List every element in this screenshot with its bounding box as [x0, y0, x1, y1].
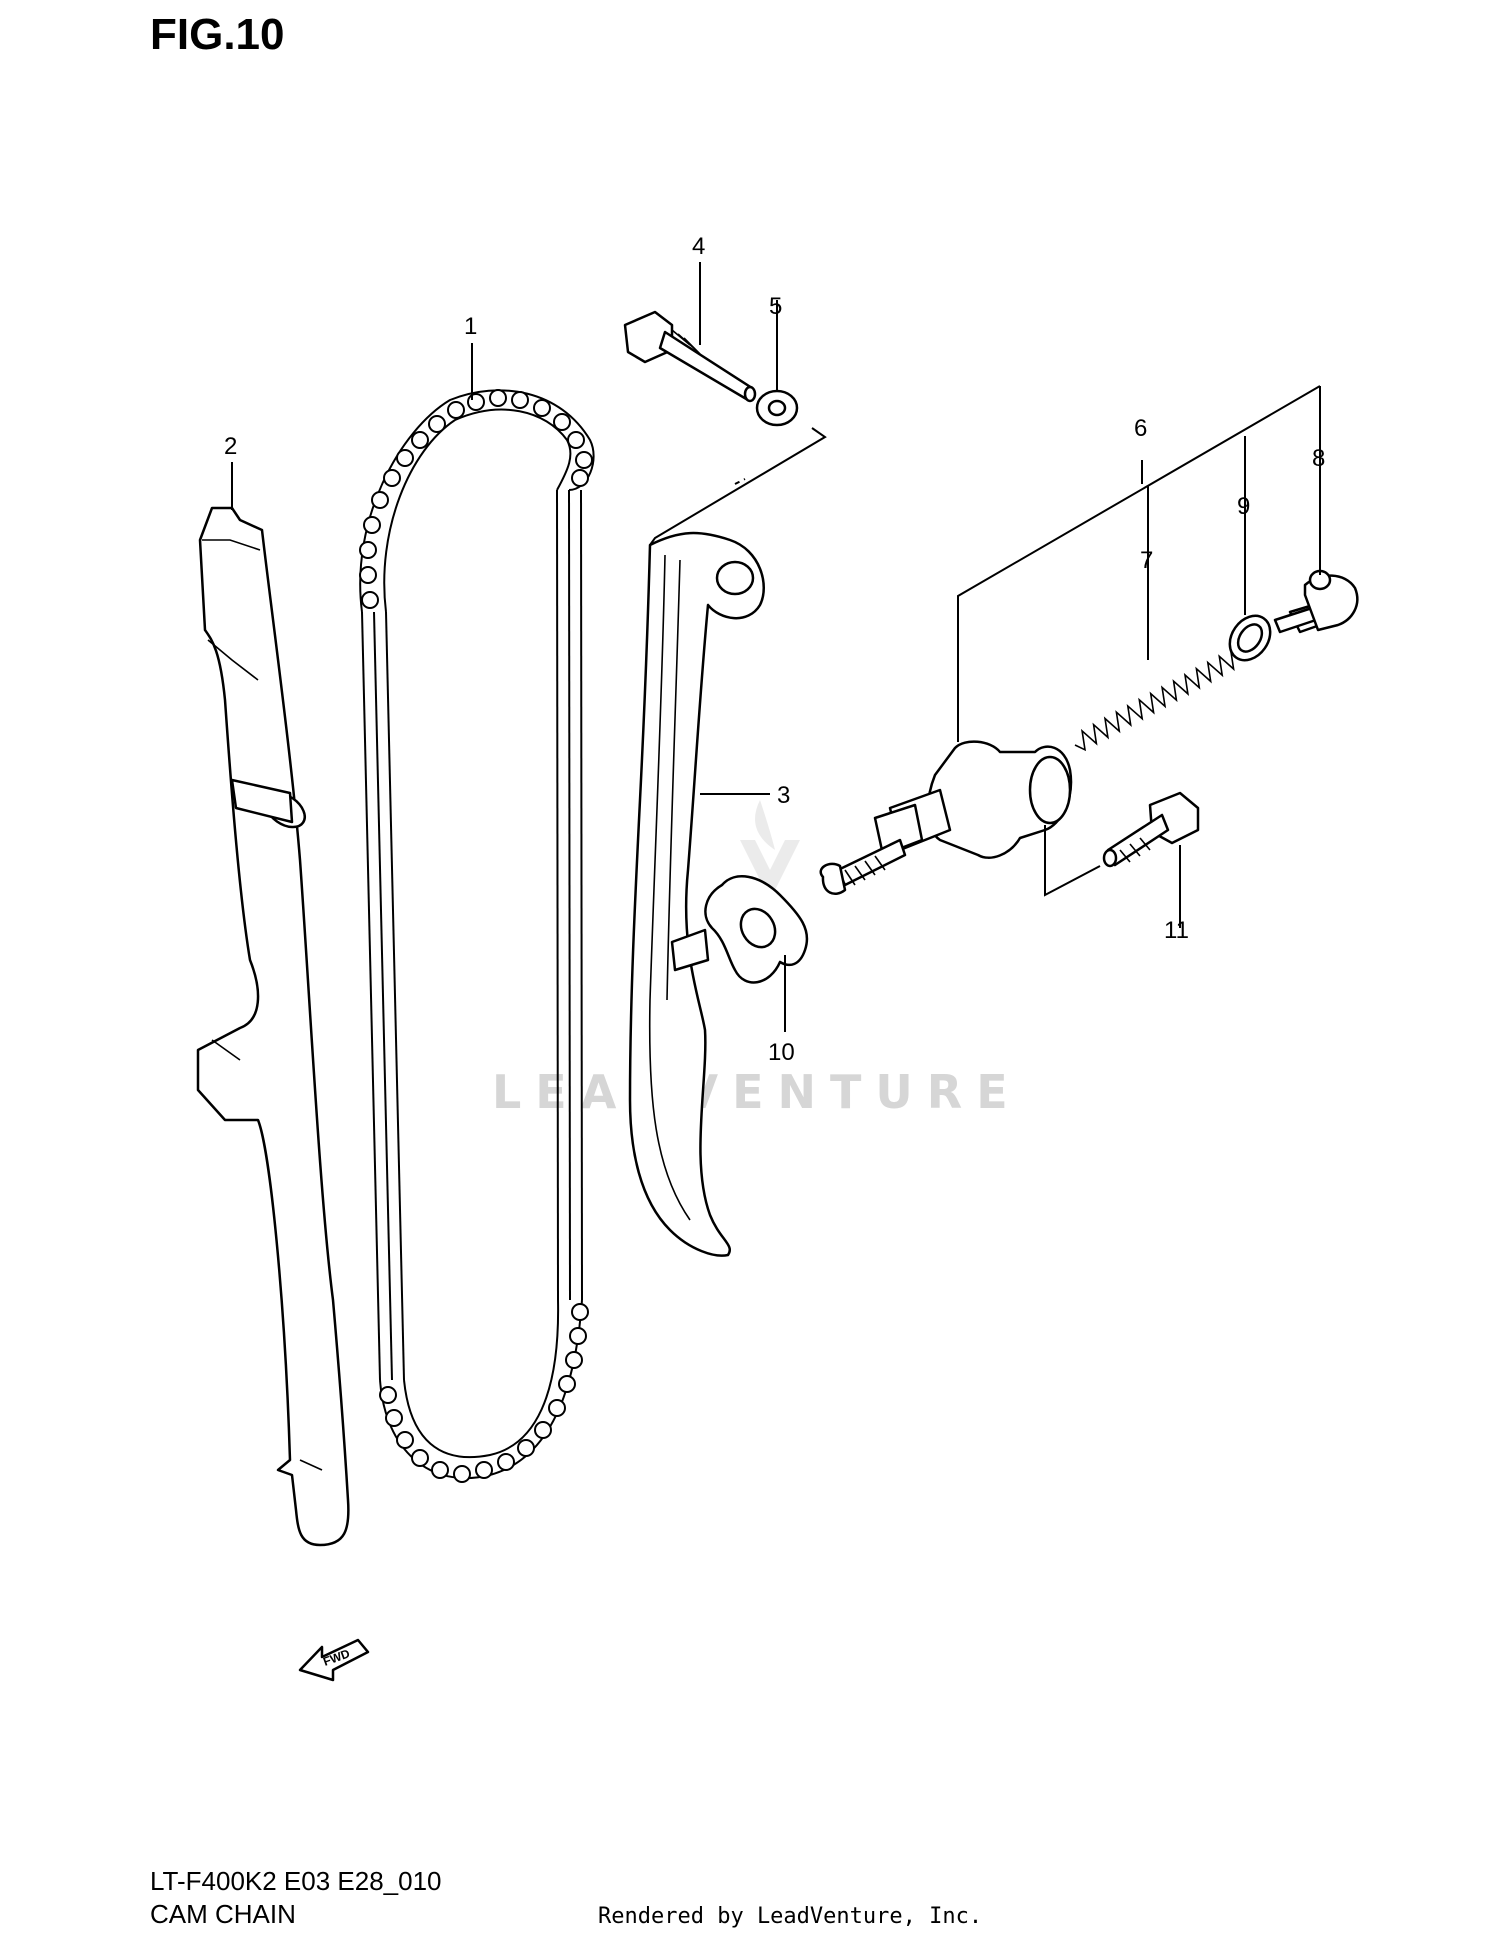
tensioner-assembly-part-6[interactable]	[819, 740, 1073, 895]
leader-lines	[231, 262, 1321, 1032]
pivot-bolt-part-4[interactable]	[623, 310, 757, 403]
callout-7: 7	[1140, 547, 1153, 574]
cam-chain-links-top	[359, 389, 593, 609]
cam-chain-links-bottom	[379, 1303, 589, 1483]
watermark-text: LEADVENTURE	[492, 1065, 1022, 1119]
spring-part-7[interactable]	[1074, 649, 1235, 752]
callout-8: 8	[1312, 445, 1325, 472]
forward-direction-arrow: FWD	[298, 1638, 370, 1682]
o-ring-part-9[interactable]	[1221, 608, 1278, 668]
callout-5: 5	[769, 293, 782, 320]
gasket-part-10[interactable]	[704, 875, 809, 984]
callout-10: 10	[768, 1039, 795, 1066]
chain-tensioner-guide-part-3[interactable]	[628, 531, 765, 1257]
cam-chain-part-1[interactable]	[359, 389, 595, 1480]
cap-bolt-part-8[interactable]	[1273, 569, 1359, 634]
callout-3: 3	[777, 782, 790, 809]
model-code: LT-F400K2 E03 E28_010	[150, 1866, 442, 1896]
washer-part-5[interactable]	[755, 389, 799, 427]
callout-9: 9	[1237, 493, 1250, 520]
callout-1: 1	[464, 313, 477, 340]
callout-2: 2	[224, 433, 237, 460]
render-credit: Rendered by LeadVenture, Inc.	[598, 1904, 983, 1929]
watermark-logo	[740, 800, 800, 900]
callout-4: 4	[692, 233, 705, 260]
callout-labels: 1 2 3 4 5 6 7 8 9 10 11	[224, 233, 1325, 1066]
bolt-part-11[interactable]	[1102, 791, 1200, 868]
callout-11: 11	[1164, 917, 1189, 944]
figure-title: FIG.10	[150, 10, 285, 59]
section-name: CAM CHAIN	[150, 1899, 296, 1929]
callout-6: 6	[1134, 415, 1147, 442]
chain-guide-part-2[interactable]	[196, 506, 350, 1547]
